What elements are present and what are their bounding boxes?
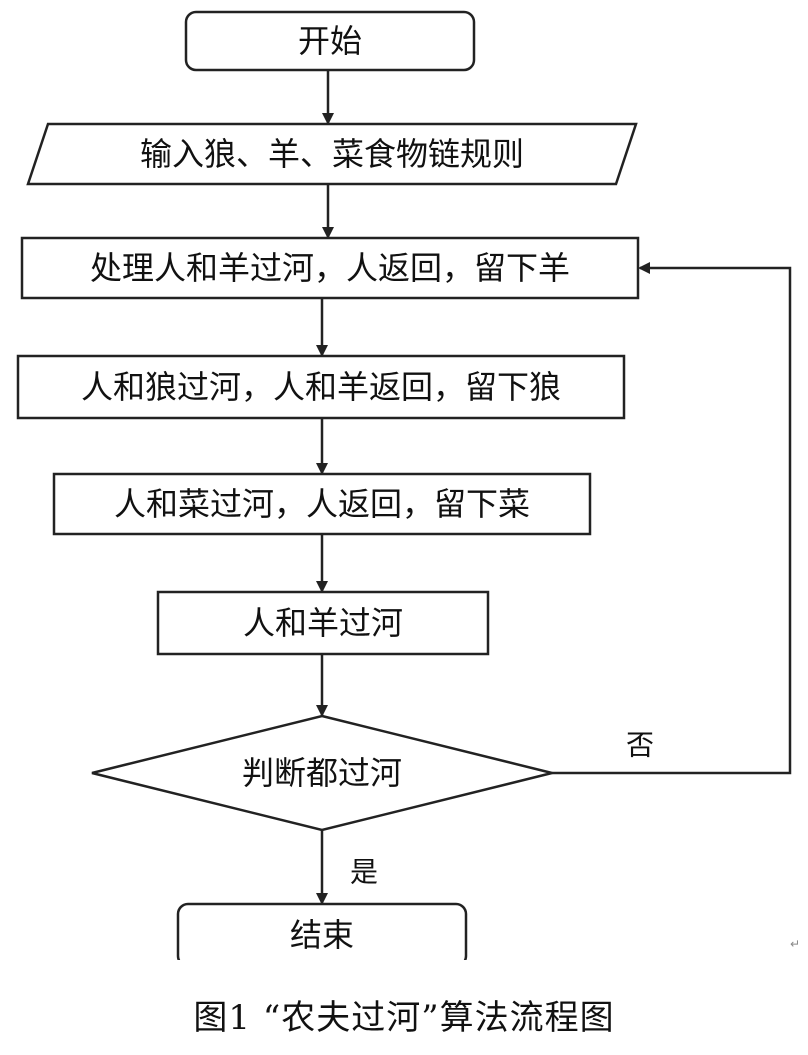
end-node: 结束 [176,902,468,960]
figure-caption: 图1 “农夫过河”算法流程图 [193,998,615,1038]
process-node-step3: 人和菜过河，人返回，留下菜 [52,472,592,536]
edge-decision-no-loop [552,262,792,775]
end-node-label: 结束 [290,916,354,954]
start-node-label: 开始 [298,22,362,60]
input-node-label: 输入狼、羊、菜食物链规则 [140,135,524,173]
process-node-step3-label: 人和菜过河，人返回，留下菜 [114,485,530,523]
process-node-step1-label: 处理人和羊过河，人返回，留下羊 [90,249,570,287]
process-node-step4: 人和羊过河 [156,590,490,656]
flowchart: 开始 输入狼、羊、菜食物链规则 处理人和羊过河，人返回，留下羊 人和狼过河，人和… [16,10,800,960]
process-node-step2-label: 人和狼过河，人和羊返回，留下狼 [81,368,561,406]
process-node-step2: 人和狼过河，人和羊返回，留下狼 [16,354,626,420]
paragraph-return-mark: ↵ [790,937,800,951]
input-node: 输入狼、羊、菜食物链规则 [26,122,638,186]
process-node-step4-label: 人和羊过河 [243,604,403,642]
decision-node-label: 判断都过河 [242,754,402,792]
decision-node: 判断都过河 [91,714,553,832]
start-node: 开始 [184,10,476,72]
edge-label-yes: 是 [350,856,378,889]
process-node-step1: 处理人和羊过河，人返回，留下羊 [20,236,640,300]
edge-label-no: 否 [626,729,654,762]
